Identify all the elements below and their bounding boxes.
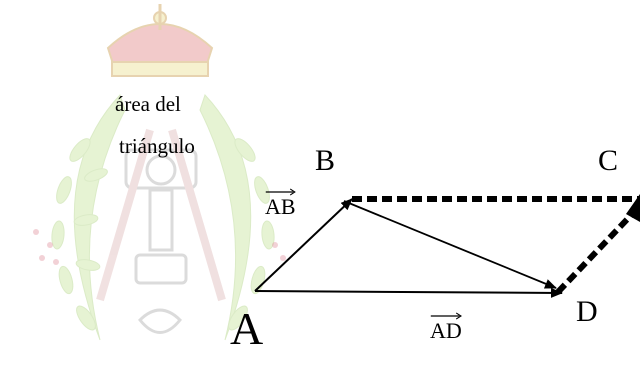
point-A-label: A xyxy=(230,303,264,354)
vector-AD-text: AD xyxy=(430,318,462,343)
vector-AD-label: AD xyxy=(430,312,462,343)
vector-AD-line xyxy=(254,287,563,298)
point-B-label: B xyxy=(315,144,336,177)
point-D-label: D xyxy=(576,295,598,328)
vector-AB-line xyxy=(254,198,353,292)
dashed-DC-line xyxy=(555,207,639,295)
diagonal-BD-line xyxy=(343,200,557,289)
vector-AB-label: AB xyxy=(265,188,296,219)
paragraph-line-1: área del xyxy=(115,92,181,116)
point-C-label: C xyxy=(598,144,619,177)
overarrow-icon xyxy=(265,188,296,196)
overarrow-icon xyxy=(430,312,462,320)
vector-AB-text: AB xyxy=(265,194,296,219)
arrowhead-C-icon xyxy=(626,194,640,222)
paragraph-line-2: triángulo xyxy=(119,134,195,158)
